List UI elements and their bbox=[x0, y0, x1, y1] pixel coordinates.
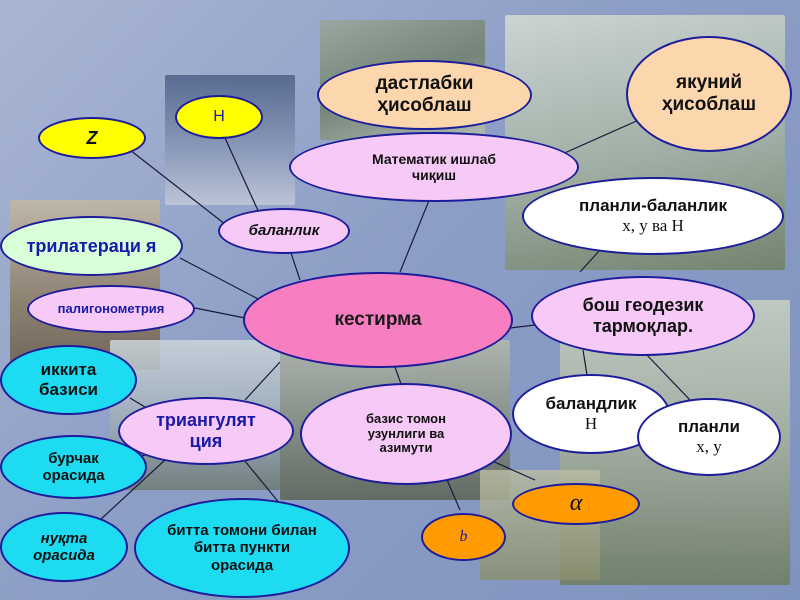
node-plan-height-title: планли-баланлик bbox=[579, 196, 727, 216]
node-angle-between: бурчак орасида bbox=[0, 435, 147, 499]
node-h-small: Н bbox=[175, 95, 263, 139]
node-plan: планли х, у bbox=[637, 398, 781, 476]
node-free-geodetic: бош геодезик тармоқлар. bbox=[531, 276, 755, 356]
node-polygonometry-label: палигонометрия bbox=[57, 300, 165, 316]
node-h-small-label: Н bbox=[213, 107, 225, 125]
node-math-processing-label: Математик ишлаб чиқиш bbox=[372, 150, 496, 183]
node-one-side-one-point: битта томони билан битта пункти орасида bbox=[134, 498, 350, 598]
node-angle-between-label: бурчак орасида bbox=[42, 449, 105, 484]
node-plan-height: планли-баланлик х, у ва Н bbox=[522, 177, 784, 255]
node-height-sub: Н bbox=[584, 414, 598, 433]
node-final-calc-label: якуний ҳисоблаш bbox=[661, 72, 757, 115]
node-alpha: α bbox=[512, 483, 640, 525]
node-plan-height-sub: х, у ва Н bbox=[622, 216, 684, 235]
node-center-label: кестирма bbox=[334, 309, 422, 331]
node-math-processing: Математик ишлаб чиқиш bbox=[289, 132, 579, 202]
node-z-label: Z bbox=[86, 127, 98, 148]
node-free-geodetic-label: бош геодезик тармоқлар. bbox=[582, 295, 704, 336]
node-two-bases: иккита базиси bbox=[0, 345, 137, 415]
node-plan-sub: х, у bbox=[696, 437, 722, 456]
node-triangulation-label: триангулят ция bbox=[156, 410, 256, 451]
node-balanlik: баланлик bbox=[218, 208, 350, 254]
node-balanlik-label: баланлик bbox=[248, 222, 320, 240]
node-one-side-one-point-label: битта томони билан битта пункти орасида bbox=[167, 522, 317, 574]
node-two-bases-label: иккита базиси bbox=[39, 360, 98, 399]
node-base-side: базис томон узунлиги ва азимути bbox=[300, 383, 512, 485]
node-plan-title: планли bbox=[677, 417, 741, 437]
node-triangulation: триангулят ция bbox=[118, 397, 294, 465]
node-polygonometry: палигонометрия bbox=[27, 285, 195, 333]
node-initial-calc: дастлабки ҳисоблаш bbox=[317, 60, 532, 130]
node-initial-calc-label: дастлабки ҳисоблаш bbox=[375, 73, 474, 116]
node-z: Z bbox=[38, 117, 146, 159]
node-height-title: баландлик bbox=[545, 394, 637, 414]
node-b-label: b bbox=[459, 527, 468, 545]
node-point-between: нуқта орасида bbox=[0, 512, 128, 582]
node-point-between-label: нуқта орасида bbox=[33, 529, 95, 564]
node-final-calc: якуний ҳисоблаш bbox=[626, 36, 792, 152]
node-trilateration-label: трилатераци я bbox=[26, 235, 157, 256]
node-b: b bbox=[421, 513, 506, 561]
node-trilateration: трилатераци я bbox=[0, 216, 183, 276]
node-center: кестирма bbox=[243, 272, 513, 368]
node-base-side-label: базис томон узунлиги ва азимути bbox=[366, 410, 446, 456]
node-alpha-label: α bbox=[569, 490, 583, 517]
